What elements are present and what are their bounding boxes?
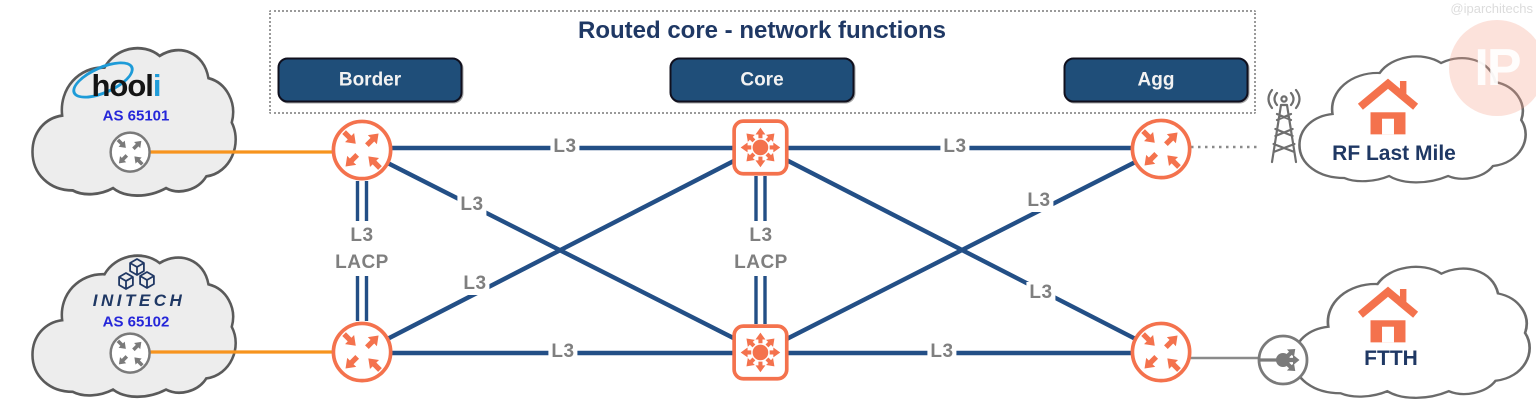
lacp-bundle-border	[355, 181, 369, 321]
hooli-logo: hooli	[91, 68, 162, 104]
border-router-2-icon	[333, 323, 390, 380]
core-switch-2-icon	[734, 326, 787, 379]
link-border2-core1	[360, 145, 763, 354]
l3-label-border2-core1: L3	[460, 273, 490, 295]
l3-label-core1-agg2: L3	[1026, 282, 1056, 304]
core-switch-1-icon	[734, 121, 787, 174]
column-label-core: Core	[669, 57, 855, 103]
ftth-label: FTTH	[1364, 347, 1418, 370]
hooli-as-number: AS 65101	[102, 107, 170, 125]
l3-label-border1-core1: L3	[550, 136, 580, 158]
l3-label-core2-agg1: L3	[1024, 190, 1054, 212]
l3-label-border1-core2: L3	[457, 194, 487, 216]
radio-tower-icon	[1267, 88, 1301, 164]
agg-router-1-icon	[1132, 120, 1189, 177]
border-bundle-lacp-label: LACP	[335, 252, 389, 273]
border-router-1-icon	[333, 121, 390, 178]
core-bundle-lacp-label: LACP	[734, 252, 788, 273]
border-bundle-l3-label: L3	[350, 225, 374, 246]
initech-router-icon	[111, 334, 150, 373]
ip-logo-watermark: IP	[1449, 20, 1536, 116]
initech-logo: INITECH	[92, 291, 186, 310]
hooli-router-icon	[111, 133, 150, 172]
hooli-logo-blue-i: i	[152, 68, 162, 103]
diagram-title: Routed core - network functions	[577, 17, 947, 44]
l3-label-border2-core2: L3	[548, 341, 578, 363]
lacp-bundle-core	[754, 176, 767, 324]
initech-as-number: AS 65102	[102, 313, 170, 331]
link-core2-agg1	[760, 147, 1162, 354]
routed-core-frame	[269, 10, 1256, 114]
watermark-handle: @iparchitechs	[1450, 1, 1533, 16]
column-label-agg: Agg	[1063, 57, 1249, 103]
core-bundle-l3-label: L3	[749, 225, 773, 246]
l3-label-core1-agg1: L3	[940, 136, 970, 158]
fiber-splitter-icon	[1257, 334, 1309, 386]
column-label-border: Border	[277, 57, 463, 103]
ftth-cloud	[1292, 265, 1531, 400]
l3-label-core2-agg2: L3	[927, 341, 957, 363]
ip-logo-text: IP	[1474, 39, 1521, 97]
agg-router-2-icon	[1132, 323, 1189, 380]
rf-last-mile-label: RF Last Mile	[1332, 142, 1456, 165]
hooli-logo-black: hool	[91, 68, 153, 103]
